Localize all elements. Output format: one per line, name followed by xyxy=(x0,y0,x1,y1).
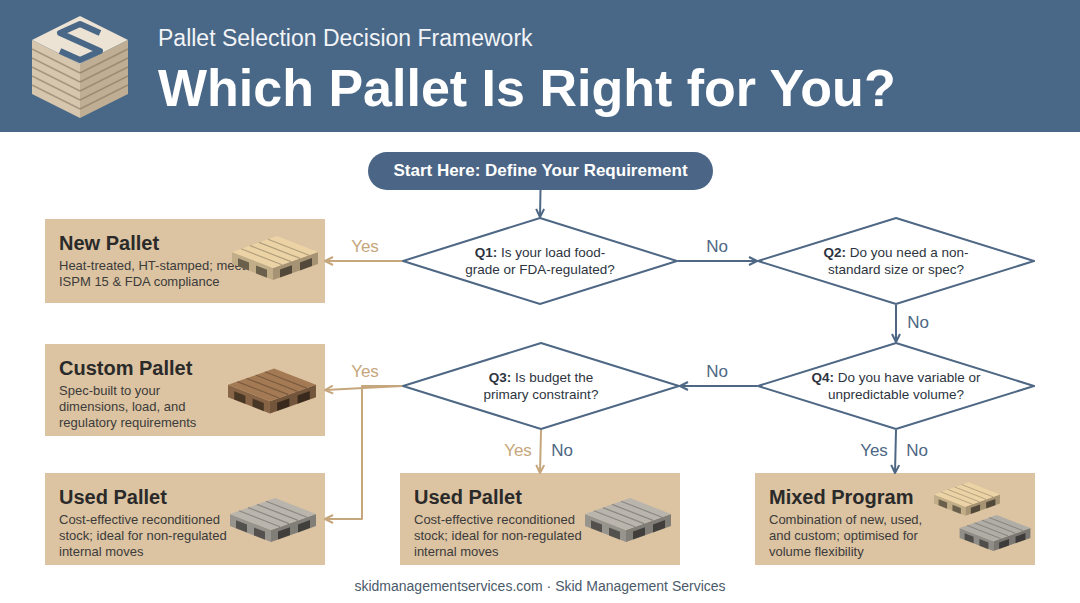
outcome-heading: Used Pallet xyxy=(59,485,249,509)
outcome-description: Cost-effective reconditioned stock; idea… xyxy=(414,512,604,560)
company-logo xyxy=(28,12,133,122)
edge-label: Yes xyxy=(351,362,379,382)
question-number: Q3: xyxy=(489,370,512,385)
flow-arrow xyxy=(540,430,541,473)
decision-diamond: Q4:Do you have variable or unpredictable… xyxy=(757,342,1035,430)
outcome-text-block: Custom PalletSpec-built to your dimensio… xyxy=(59,356,209,431)
header-band xyxy=(0,0,1080,132)
flow-arrow xyxy=(680,385,757,387)
outcome-description: Cost-effective reconditioned stock; idea… xyxy=(59,512,249,560)
pallet-illustration xyxy=(228,369,316,414)
decision-diamond: Q3:Is budget the primary constraint? xyxy=(402,342,680,430)
start-terminal: Start Here: Define Your Requirement xyxy=(368,152,713,190)
pallet-illustration xyxy=(585,498,671,542)
outcome-box: Mixed ProgramCombination of new, used, a… xyxy=(755,473,1035,565)
diamond-shape xyxy=(758,343,1034,429)
edge-label: Yes xyxy=(504,441,532,461)
outcome-box: Custom PalletSpec-built to your dimensio… xyxy=(45,344,325,436)
flow-arrow xyxy=(539,190,542,217)
diamond-shape xyxy=(403,343,679,429)
flow-arrow xyxy=(895,430,896,473)
question-block: Q4:Do you have variable or unpredictable… xyxy=(810,369,982,403)
edge-label: No xyxy=(907,313,929,333)
edge-label: Yes xyxy=(351,237,379,257)
diamond-outline xyxy=(757,217,1035,305)
start-text: Start Here: Define Your Requirement xyxy=(393,161,687,181)
diamond-outline xyxy=(757,342,1035,430)
branch-label: No xyxy=(906,441,928,461)
diamond-outline xyxy=(402,342,680,430)
outcome-description: Heat-treated, HT-stamped; meets ISPM 15 … xyxy=(59,258,264,290)
outcome-heading: Mixed Program xyxy=(769,485,944,509)
outcome-description: Combination of new, used, and custom; op… xyxy=(769,512,944,560)
outcome-text-block: New PalletHeat-treated, HT-stamped; meet… xyxy=(59,231,264,290)
subtitle-text: Pallet Selection Decision Framework xyxy=(158,24,533,52)
flow-arrow xyxy=(895,305,897,342)
outcome-heading: New Pallet xyxy=(59,231,264,255)
outcome-text-block: Mixed ProgramCombination of new, used, a… xyxy=(769,485,944,560)
outcome-box: Used PalletCost-effective reconditioned … xyxy=(400,473,680,565)
question-block: Q3:Is budget the primary constraint? xyxy=(474,369,609,403)
outcome-heading: Used Pallet xyxy=(414,485,604,509)
diamond-shape xyxy=(403,218,677,304)
outcome-heading: Custom Pallet xyxy=(59,356,209,380)
flow-arrow xyxy=(325,386,402,519)
outcome-description: Spec-built to your dimensions, load, and… xyxy=(59,383,209,431)
pallet-illustration xyxy=(232,236,318,280)
question-number: Q1: xyxy=(475,245,498,260)
question-block: Q2:Do you need a non-standard size or sp… xyxy=(816,244,976,278)
outcome-text-block: Used PalletCost-effective reconditioned … xyxy=(414,485,604,560)
decision-diamond: Q2:Do you need a non-standard size or sp… xyxy=(757,217,1035,305)
pallet-illustration xyxy=(934,482,1000,516)
question-text: Do you need a non-standard size or spec? xyxy=(828,245,968,277)
outcome-text-block: Used PalletCost-effective reconditioned … xyxy=(59,485,249,560)
title-text: Which Pallet Is Right for You? xyxy=(158,58,1068,118)
diamond-outline xyxy=(402,217,678,305)
outcome-box: New PalletHeat-treated, HT-stamped; meet… xyxy=(45,219,325,303)
question-text: Do you have variable or unpredictable vo… xyxy=(828,370,980,402)
question-block: Q1:Is your load food-grade or FDA-regula… xyxy=(458,244,623,278)
diamond-shape xyxy=(758,218,1034,304)
branch-label: No xyxy=(551,441,573,461)
pallet-illustration xyxy=(960,515,1031,551)
question-number: Q4: xyxy=(812,370,835,385)
edge-label: No xyxy=(706,362,728,382)
outcome-box: Used PalletCost-effective reconditioned … xyxy=(45,473,325,565)
pallet-illustration xyxy=(230,498,316,542)
flow-arrow xyxy=(678,260,757,262)
edge-label: Yes xyxy=(860,441,888,461)
edge-label: No xyxy=(706,237,728,257)
flow-arrow xyxy=(325,260,402,262)
decision-diamond: Q1:Is your load food-grade or FDA-regula… xyxy=(402,217,678,305)
caption-text: skidmanagementservices.com · Skid Manage… xyxy=(0,578,1080,594)
question-number: Q2: xyxy=(824,245,847,260)
